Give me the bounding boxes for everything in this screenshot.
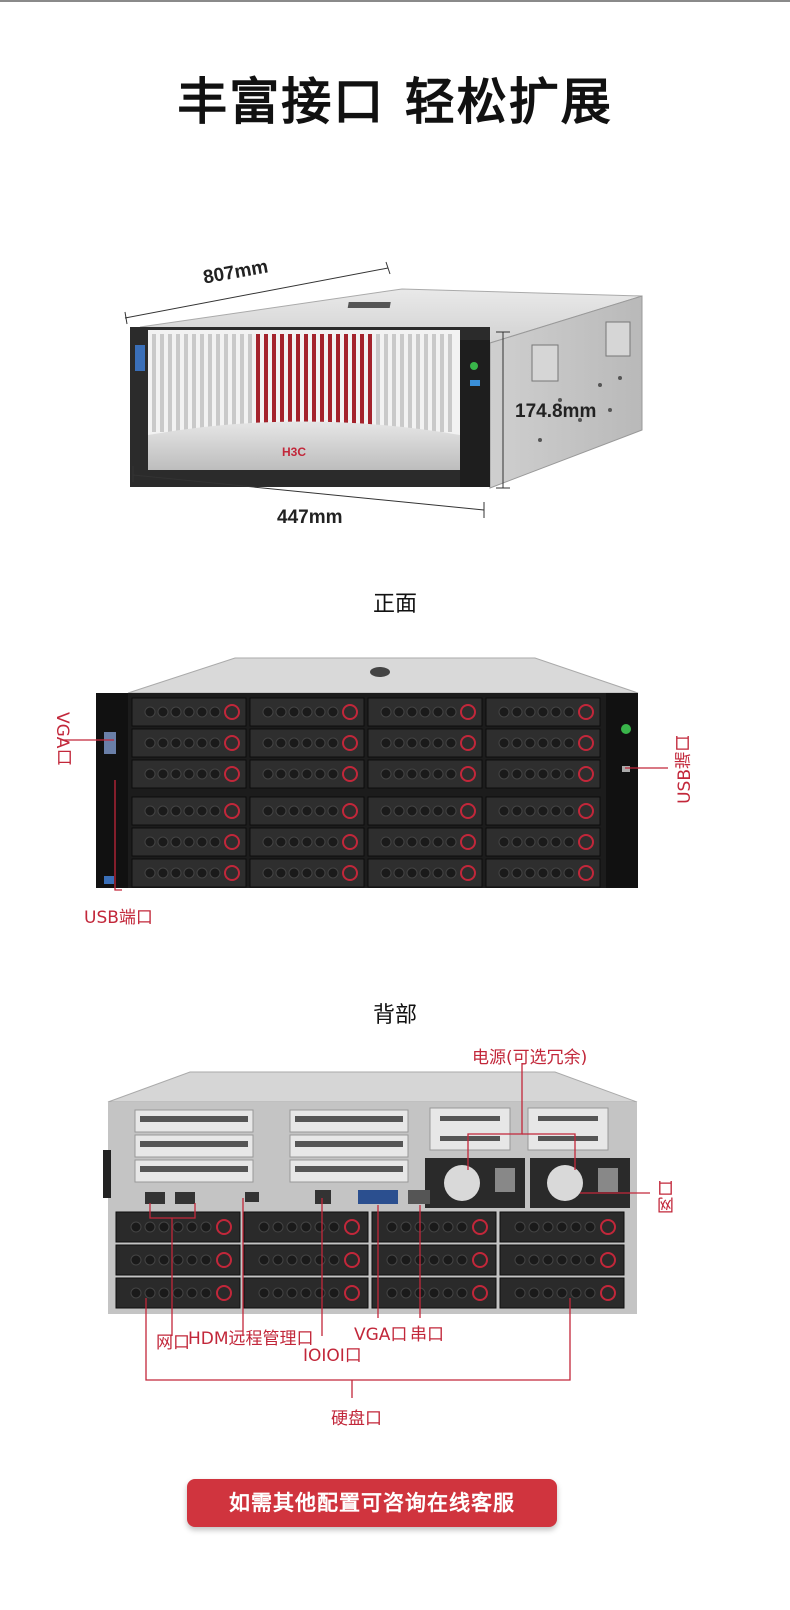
front-vga-label: VGA口 <box>52 712 72 766</box>
top-divider <box>0 0 790 2</box>
rear-ioioi-label: IOIOI口 <box>303 1346 362 1366</box>
rear-heading: 背部 <box>372 1003 417 1028</box>
page-title: 丰富接口 轻松扩展 <box>177 73 613 131</box>
rear-vga-label: VGA口 <box>354 1325 408 1345</box>
height-dimension: 174.8mm <box>515 401 597 422</box>
brand-logo: H3C <box>282 445 306 459</box>
front-heading: 正面 <box>372 592 417 617</box>
rear-disk-label: 硬盘口 <box>331 1409 382 1429</box>
front-usb-left-label: USB端口 <box>84 908 153 928</box>
server-rear-illustration <box>103 1063 650 1398</box>
rear-serial-label: 串口 <box>410 1325 444 1345</box>
server-iso-illustration: H3C <box>124 261 643 518</box>
rear-power-label: 电源(可选冗余) <box>472 1048 588 1068</box>
consult-service-button[interactable]: 如需其他配置可咨询在线客服 <box>187 1479 557 1527</box>
rear-net-label: 网口 <box>156 1333 190 1353</box>
rear-net-right-label: 网口 <box>658 1180 678 1214</box>
rear-hdm-label: HDM远程管理口 <box>188 1329 314 1349</box>
server-front-illustration <box>62 657 668 891</box>
width-dimension: 447mm <box>277 507 343 528</box>
